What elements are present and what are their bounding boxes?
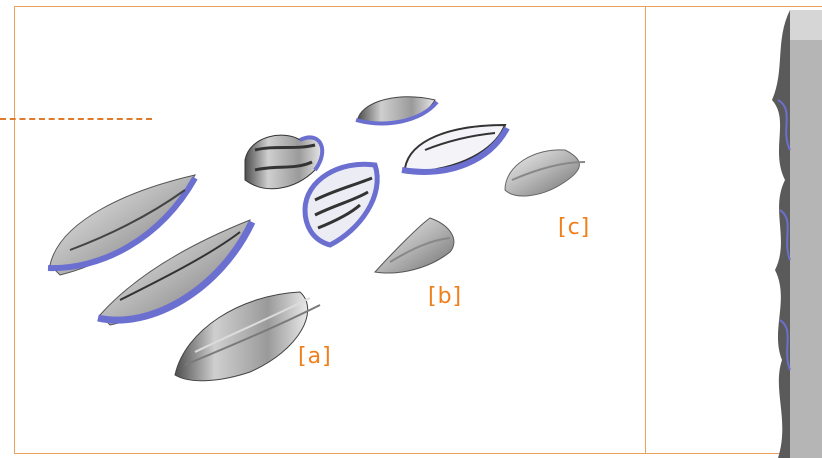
label-c: [c] (558, 215, 590, 240)
label-b: [b] (428, 284, 462, 309)
shell-right-blue (402, 125, 507, 172)
label-a: [a] (298, 344, 332, 369)
shell-center-striped (305, 164, 377, 245)
shell-heart (245, 135, 322, 189)
shell-small-top (356, 97, 437, 124)
shell-b (375, 218, 454, 273)
shell-c (505, 150, 585, 196)
side-view-column (772, 10, 822, 458)
